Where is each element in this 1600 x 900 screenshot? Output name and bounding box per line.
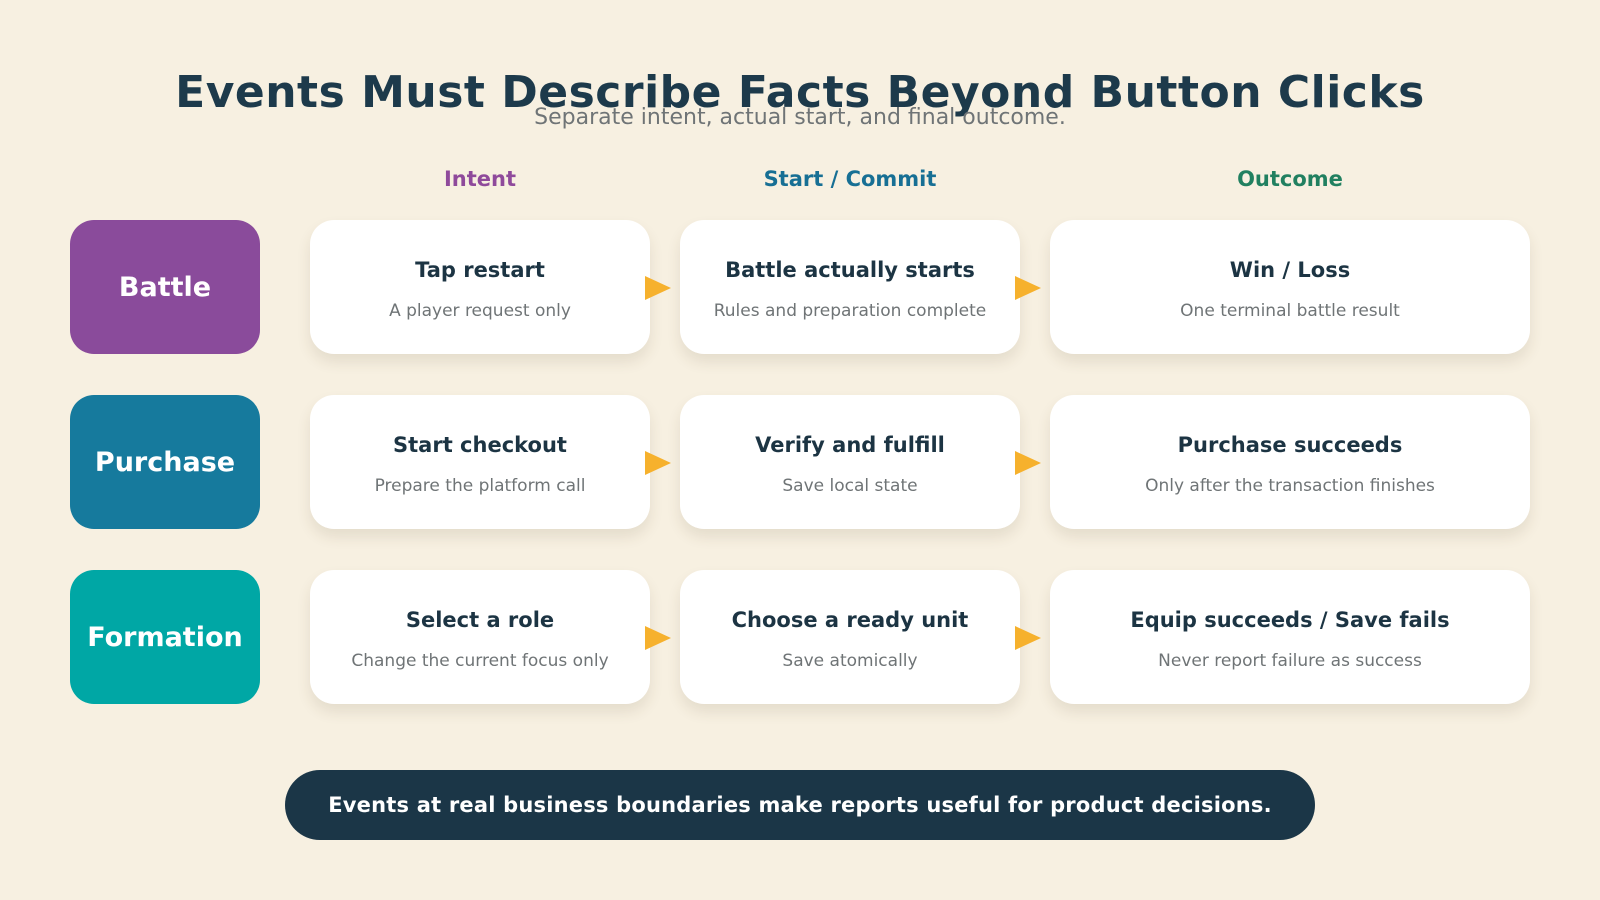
formation-intent-note: Change the current focus only — [351, 651, 609, 671]
page-title: Events Must Describe Facts Beyond Button… — [175, 67, 1425, 119]
purchase-intent-title: Start checkout — [393, 433, 567, 457]
purchase-intent-card: Start checkout Prepare the platform call — [310, 395, 650, 529]
arrow-right-icon — [1015, 451, 1041, 475]
page-subtitle: Separate intent, actual start, and final… — [534, 105, 1066, 130]
battle-intent-note: A player request only — [389, 301, 571, 321]
arrow-right-icon — [645, 276, 671, 300]
battle-outcome-card: Win / Loss One terminal battle result — [1050, 220, 1530, 354]
formation-row: Formation Select a role Change the curre… — [0, 570, 1600, 704]
formation-start-title: Choose a ready unit — [731, 608, 969, 632]
category-purchase: Purchase — [70, 395, 260, 529]
formation-outcome-note: Never report failure as success — [1158, 651, 1422, 671]
battle-start-note: Rules and preparation complete — [713, 301, 987, 321]
column-header-start-commit: Start / Commit — [763, 167, 937, 191]
battle-start-title: Battle actually starts — [725, 258, 975, 282]
purchase-intent-note: Prepare the platform call — [374, 476, 586, 496]
formation-start-note: Save atomically — [782, 651, 918, 671]
purchase-outcome-title: Purchase succeeds — [1177, 433, 1403, 457]
formation-outcome-title: Equip succeeds / Save fails — [1130, 608, 1450, 632]
formation-start-card: Choose a ready unit Save atomically — [680, 570, 1020, 704]
column-header-intent: Intent — [443, 167, 517, 191]
battle-outcome-note: One terminal battle result — [1180, 301, 1400, 321]
category-formation: Formation — [70, 570, 260, 704]
purchase-outcome-card: Purchase succeeds Only after the transac… — [1050, 395, 1530, 529]
purchase-start-title: Verify and fulfill — [755, 433, 945, 457]
summary-banner: Events at real business boundaries make … — [285, 770, 1315, 840]
purchase-start-note: Save local state — [782, 476, 918, 496]
arrow-right-icon — [645, 626, 671, 650]
purchase-row: Purchase Start checkout Prepare the plat… — [0, 395, 1600, 529]
battle-outcome-title: Win / Loss — [1229, 258, 1351, 282]
purchase-start-card: Verify and fulfill Save local state — [680, 395, 1020, 529]
formation-intent-card: Select a role Change the current focus o… — [310, 570, 650, 704]
column-header-outcome: Outcome — [1237, 167, 1343, 191]
battle-row: Battle Tap restart A player request only… — [0, 220, 1600, 354]
formation-outcome-card: Equip succeeds / Save fails Never report… — [1050, 570, 1530, 704]
battle-intent-title: Tap restart — [415, 258, 545, 282]
arrow-right-icon — [1015, 626, 1041, 650]
formation-intent-title: Select a role — [405, 608, 555, 632]
arrow-right-icon — [1015, 276, 1041, 300]
battle-start-card: Battle actually starts Rules and prepara… — [680, 220, 1020, 354]
battle-intent-card: Tap restart A player request only — [310, 220, 650, 354]
category-battle: Battle — [70, 220, 260, 354]
purchase-outcome-note: Only after the transaction finishes — [1145, 476, 1435, 496]
arrow-right-icon — [645, 451, 671, 475]
